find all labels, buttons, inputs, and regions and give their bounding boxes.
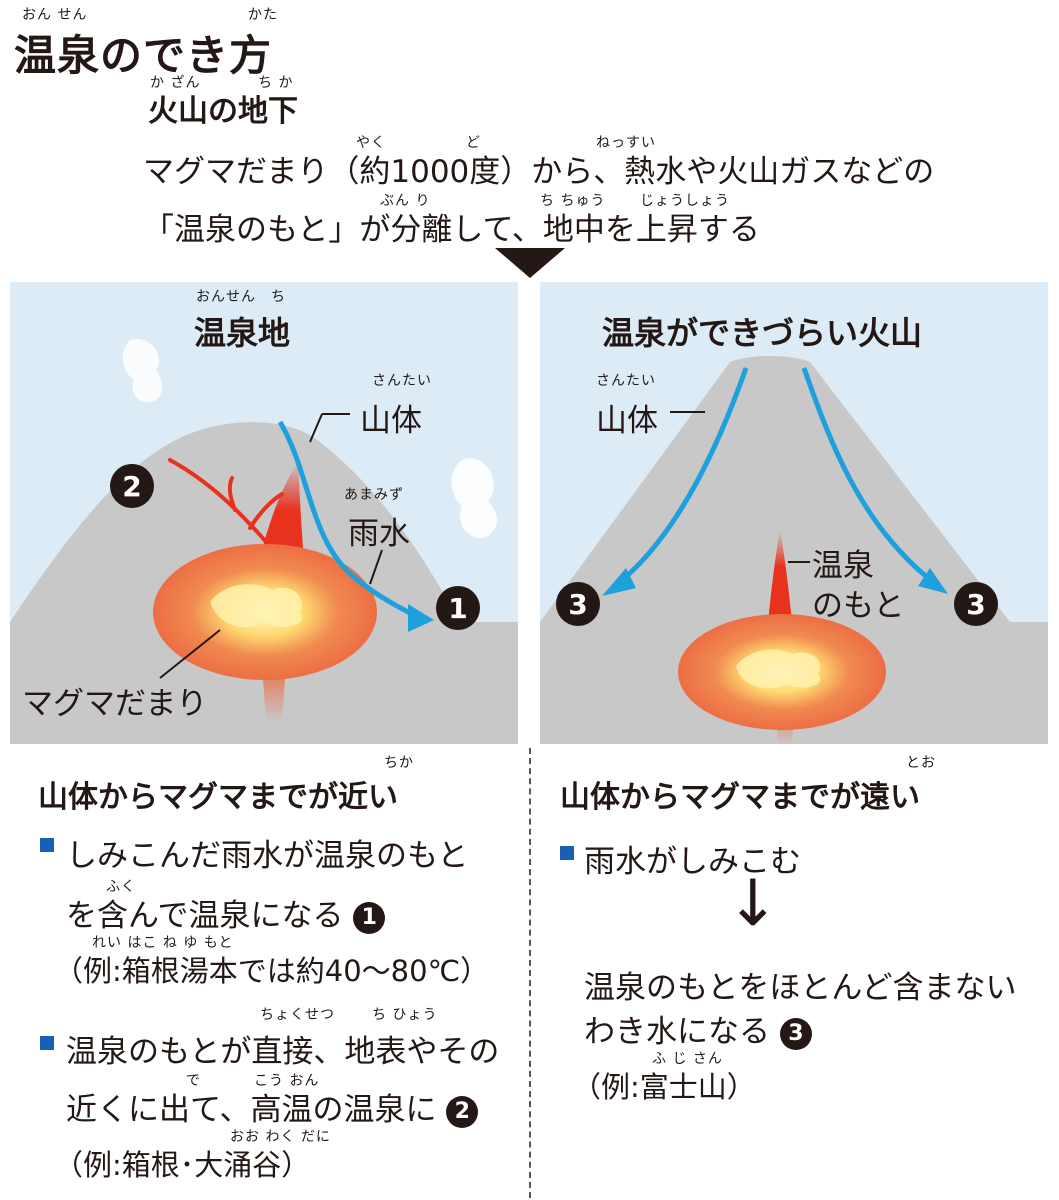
left-heading-ruby: ちか [384,755,414,771]
right-magma-core [736,649,821,689]
right-result-line1: 温泉のもとをほとんど含まない [584,970,1017,1006]
marker-1: 1 [436,586,480,630]
ruby-fuku: ふく [106,879,136,895]
magma-core [210,584,302,628]
hot-spring-crack [168,458,284,546]
right-result-num: 3 [779,1017,812,1050]
left-b2-line1: 温泉のもとが直接、地表やその [66,1034,500,1070]
ruby-chichuu: ち ちゅう [540,193,606,209]
right-b1: 雨水がしみこむ [584,844,801,880]
bullet-square [40,838,54,852]
underground-line2: 「温泉のもと」が分離して、地中を上昇する [143,212,760,248]
magma-label: マグマだまり [22,686,208,722]
ruby-chokusetsu: ちょくせつ [260,1007,335,1023]
ruby-de: で [186,1073,201,1089]
right-rain-right-arrowhead [918,568,948,594]
column-divider [529,748,531,1198]
ruby-kazan: か ざん [150,75,201,91]
left-b2-num: 2 [446,1095,479,1128]
right-result-line2-text: わき水になる [584,1014,770,1050]
right-result-line2: わき水になる 3 [584,1006,812,1051]
steam-cloud-1 [122,338,163,403]
left-panel-illustration [10,282,518,744]
rainwater-path [277,420,418,619]
right-panel-illustration [540,282,1048,744]
left-b1-example-ruby: れい はこ ね ゆ もと [92,935,234,951]
marker-2: 2 [110,464,154,508]
left-title-ruby: おんせん ち [196,289,286,305]
steam-cloud-2 [451,458,498,538]
ruby-kouon: こう おん [254,1073,320,1089]
source-label-1: 温泉 [812,548,874,584]
right-rain-left [618,367,749,584]
left-mountain-label: 山体 [360,403,422,439]
right-hot-plume [768,530,792,622]
ruby-do: ど [466,135,481,151]
right-heading: 山体からマグマまでが遠い [560,780,920,815]
right-rain-left-arrowhead [602,568,636,596]
right-example: （例:富士山） [572,1070,756,1104]
left-b1-line1: しみこんだ雨水が温泉のもと [66,838,469,874]
underground-heading: 火山の地下 [148,94,298,129]
rain-label: 雨水 [348,516,410,552]
source-label-2: のもと [812,588,905,624]
left-b1-example: （例:箱根湯本では約40～80℃） [54,954,490,988]
right-mountain [540,356,1010,622]
ruby-joushou: じょうしょう [640,193,730,209]
ruby-bunri: ぶん り [380,193,431,209]
ruby-chihyou: ち ひょう [372,1007,438,1023]
rainwater-arrowhead [408,604,434,632]
title-ruby-onsen: おん せん [22,7,88,23]
left-b2-line2-text: 近くに出て、高温の温泉に [66,1092,437,1128]
left-heading: 山体からマグマまでが近い [38,780,398,815]
left-panel-title: 温泉地 [194,314,291,352]
left-b2-line2: 近くに出て、高温の温泉に 2 [66,1084,479,1129]
right-heading-ruby: とお [906,755,936,771]
rain-ruby: あまみず [344,487,404,503]
ruby-nessui: ねっすい [596,135,656,151]
leader-mountain [309,413,323,443]
right-rain-right [801,367,930,580]
left-b2-example: （例:箱根･大涌谷） [54,1148,311,1182]
right-panel-title: 温泉ができづらい火山 [602,314,923,352]
left-b1-line2-text: を含んで温泉になる [66,898,344,934]
left-mountain-ruby: さんたい [372,373,432,389]
down-arrow-icon: ↓ [726,867,780,941]
marker-3-left: 3 [556,582,600,626]
bullet-square [560,846,574,860]
right-example-ruby: ふ じ さん [652,1051,723,1067]
down-triangle-icon [495,248,565,278]
leader-rain [369,549,383,585]
bullet-square [40,1036,54,1050]
leader-magma [159,629,221,679]
left-b1-line2: を含んで温泉になる 1 [66,890,386,935]
ruby-yaku: やく [356,135,386,151]
marker-3-right: 3 [954,582,998,626]
left-b1-num: 1 [353,901,386,934]
page-title: 温泉のでき方 [14,31,273,80]
left-b2-example-ruby: おお わく だに [230,1129,331,1145]
right-mountain-label: 山体 [596,403,658,439]
title-ruby-kata: かた [248,7,278,23]
underground-line1: マグマだまり（約1000度）から、熱水や火山ガスなどの [143,154,935,190]
ruby-chika: ち か [258,75,294,91]
right-mountain-ruby: さんたい [596,373,656,389]
